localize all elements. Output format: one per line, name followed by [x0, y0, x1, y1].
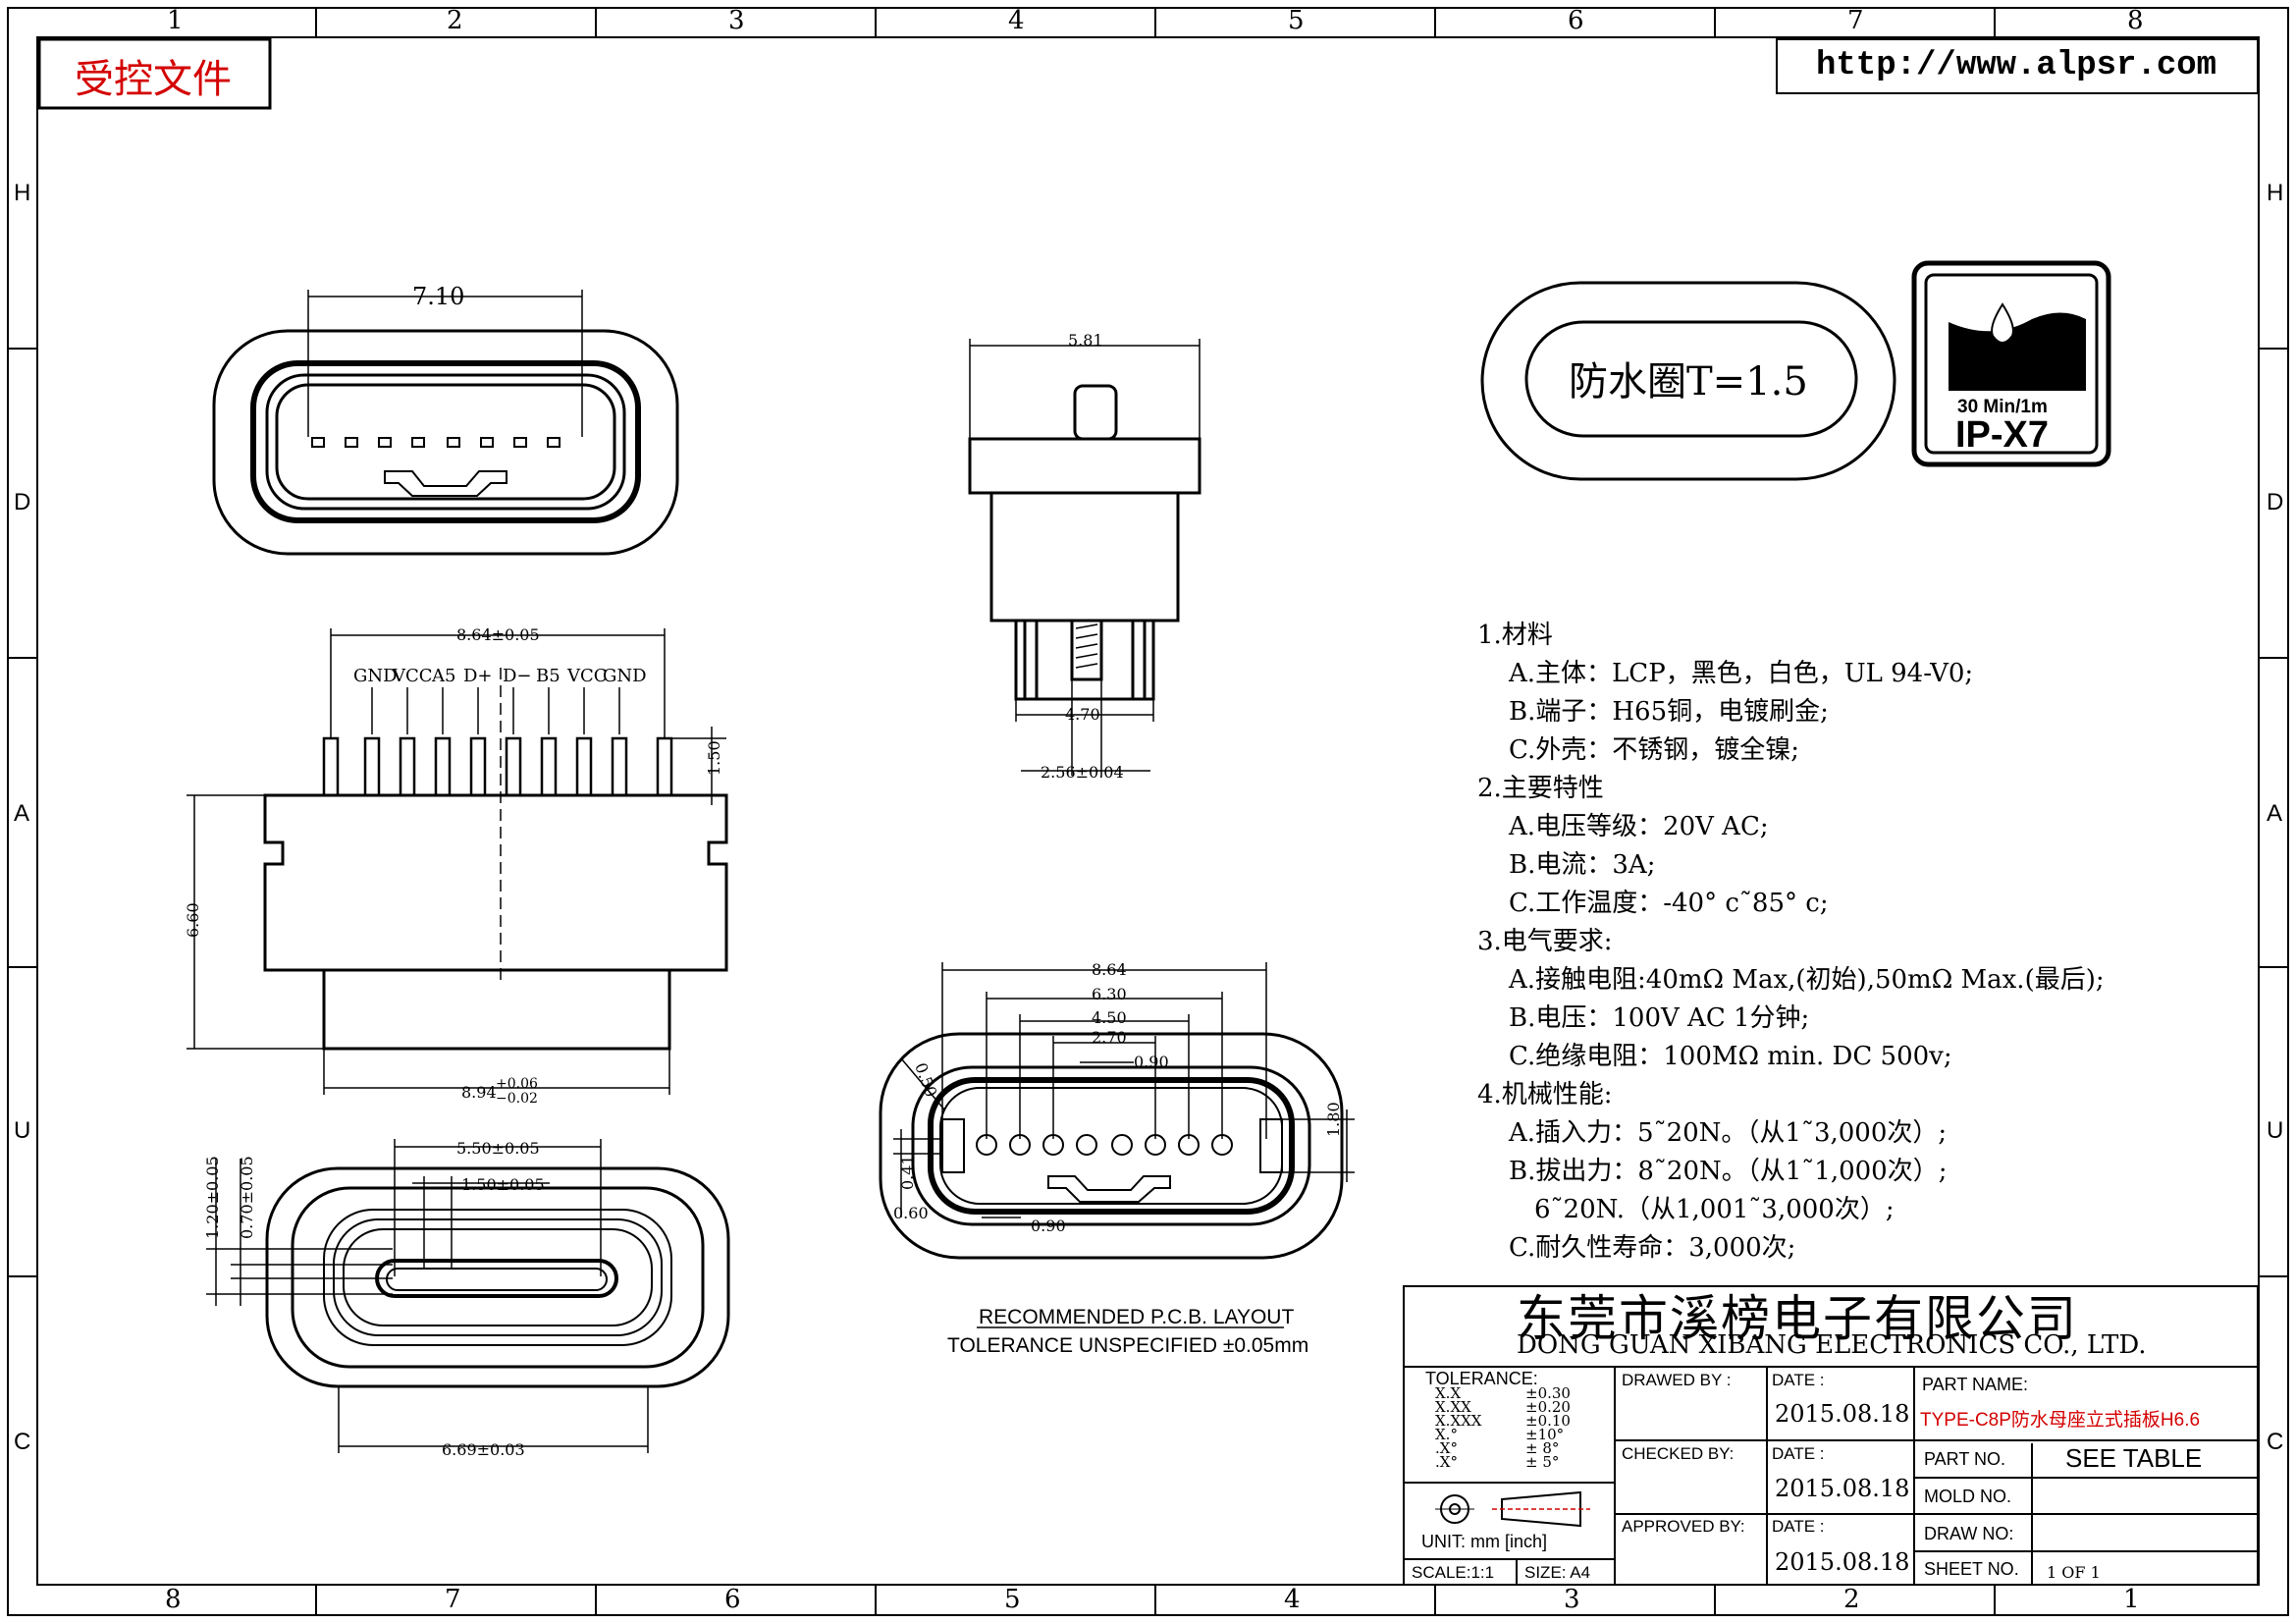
sheet-no-label: SHEET NO. — [1924, 1559, 2019, 1579]
bottom-dim-width: 6.69±0.03 — [442, 1440, 525, 1459]
draw-no-label: DRAW NO: — [1924, 1524, 2014, 1543]
title-block — [1403, 1285, 2259, 1586]
part-name-value: TYPE-C8P防水母座立式插板H6.6 — [1920, 1410, 2201, 1431]
website-link[interactable]: http://www.alpsr.com — [1816, 47, 2217, 84]
svg-text:6.30: 6.30 — [1092, 985, 1127, 1003]
tolerance-table: X.X±0.30 X.XX±0.20 X.XXX±0.10 X.°±10° .X… — [1435, 1384, 1571, 1471]
date-label-2: DATE : — [1772, 1444, 1825, 1463]
date-value-2: 2015.08.18 — [1775, 1475, 1910, 1502]
approved-by-label: APPROVED BY: — [1622, 1517, 1745, 1536]
seal-label: 防水圈T=1.5 — [1569, 359, 1808, 405]
ip-line2: IP-X7 — [1955, 414, 2049, 456]
unit-label: UNIT: mm [inch] — [1421, 1532, 1548, 1551]
spec-list: 1.材料 A.主体：LCP，黑色，白色，UL 94-V0; B.端子：H65铜，… — [1477, 617, 2105, 1268]
spec-heading-1: 1.材料 — [1477, 621, 1553, 650]
dim-bottom: 8.94 — [461, 1083, 497, 1102]
spec-heading-3: 3.电气要求: — [1477, 927, 1613, 956]
front-contacts — [311, 437, 561, 448]
svg-text:D+: D+ — [463, 666, 493, 686]
svg-text:D−: D− — [503, 666, 532, 686]
spec-heading-4: 4.机械性能: — [1477, 1080, 1613, 1109]
pins — [322, 736, 673, 797]
date-label-1: DATE : — [1772, 1371, 1825, 1389]
pcb-dim-041: 0.41 — [898, 1155, 917, 1190]
svg-text:8.64: 8.64 — [1092, 960, 1127, 979]
ip-line1: 30 Min/1m — [1957, 397, 2048, 417]
bottom-dim-inner: 5.50±0.05 — [456, 1139, 540, 1158]
front-dim-width: 7.10 — [412, 283, 464, 310]
date-value-1: 2015.08.18 — [1775, 1400, 1910, 1428]
seal-ring — [1480, 281, 1896, 481]
svg-text:A5: A5 — [431, 666, 455, 686]
pcb-pads — [976, 1134, 1233, 1156]
svg-text:GND: GND — [353, 666, 398, 686]
scale-label: SCALE:1:1 — [1412, 1563, 1495, 1582]
pin-labels: GND VCC A5 D+ D− B5 VCC GND — [353, 666, 647, 686]
company-name-en: DONG GUAN XIBANG ELECTRONICS CO., LTD. — [1517, 1330, 2147, 1360]
part-no-label: PART NO. — [1924, 1449, 2006, 1469]
svg-text:0.90: 0.90 — [1134, 1053, 1169, 1071]
dim-tol-minus: −0.02 — [496, 1091, 538, 1107]
side-dim-tail: 2.56±0.04 — [1041, 763, 1124, 782]
date-value-3: 2015.08.18 — [1775, 1548, 1910, 1576]
svg-text:2.70: 2.70 — [1092, 1028, 1127, 1047]
drop-icon — [1991, 302, 2014, 344]
front-view — [212, 290, 679, 556]
dim-tol-plus: +0.06 — [496, 1076, 538, 1092]
checked-by-label: CHECKED BY: — [1622, 1444, 1735, 1463]
bottom-dim-pitch: 1.50±0.05 — [461, 1175, 545, 1194]
water-icon — [1949, 312, 2086, 391]
pcb-dim-height: 1.80 — [1324, 1102, 1343, 1137]
side-dim-body: 4.70 — [1065, 705, 1100, 724]
sheet-no-value: 1 OF 1 — [2047, 1563, 2101, 1582]
pin-view — [187, 628, 728, 1095]
svg-text:VCC: VCC — [566, 666, 608, 686]
zone-ticks — [8, 8, 2288, 1615]
pcb-tolerance: TOLERANCE UNSPECIFIED ±0.05mm — [947, 1334, 1308, 1357]
drawn-by-label: DRAWED BY : — [1622, 1371, 1732, 1389]
pcb-radius: 0.50 — [911, 1060, 940, 1100]
side-dim-top: 5.81 — [1068, 331, 1103, 350]
pcb-layout — [879, 962, 1355, 1260]
size-label: SIZE: A4 — [1524, 1563, 1591, 1582]
tolerance-label: TOLERANCE: — [1425, 1369, 1538, 1388]
bottom-view — [206, 1139, 730, 1453]
date-label-3: DATE : — [1772, 1517, 1825, 1536]
dim-height: 6.60 — [184, 902, 202, 938]
pin-dim-overall: 8.64±0.05 — [456, 625, 540, 644]
side-view — [968, 339, 1201, 776]
part-name-label: PART NAME: — [1922, 1375, 2029, 1394]
svg-text:4.50: 4.50 — [1092, 1008, 1127, 1027]
bottom-dim-v1: 1.20±0.05 — [203, 1156, 222, 1239]
svg-text:0.60: 0.60 — [893, 1204, 929, 1222]
spec-heading-2: 2.主要特性 — [1477, 774, 1604, 803]
part-no-value: SEE TABLE — [2065, 1443, 2203, 1473]
pin-dim-height: 1.50 — [705, 740, 723, 776]
svg-text:B5: B5 — [536, 666, 561, 686]
ip-badge — [1911, 260, 2111, 467]
mold-no-label: MOLD NO. — [1924, 1487, 2012, 1506]
pcb-title: RECOMMENDED P.C.B. LAYOUT — [979, 1306, 1294, 1328]
controlled-doc-stamp: 受控文件 — [75, 57, 232, 102]
svg-text:VCC: VCC — [392, 666, 433, 686]
bottom-dim-v2: 0.70±0.05 — [238, 1156, 256, 1239]
company-name-cn: 东莞市溪榜电子有限公司 — [1517, 1290, 2078, 1347]
svg-text:GND: GND — [603, 666, 647, 686]
svg-text:0.90: 0.90 — [1031, 1217, 1066, 1235]
pcb-dims: 8.64 6.30 4.50 2.70 0.90 0.90 0.60 — [893, 960, 1169, 1235]
